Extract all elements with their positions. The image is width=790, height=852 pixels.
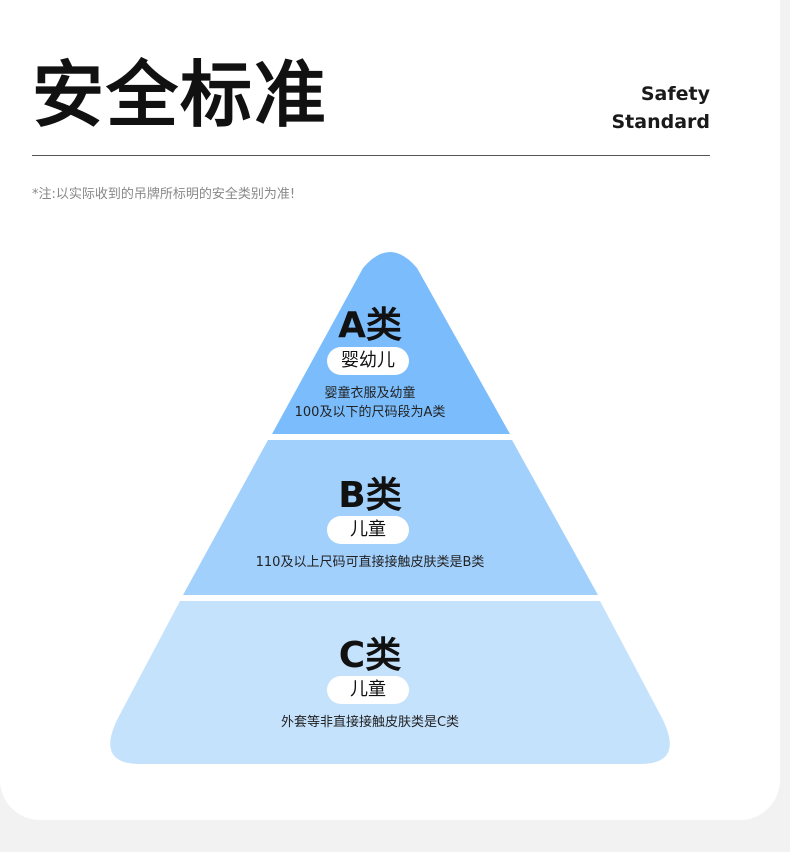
content-card: 安全标准 Safety Standard *注:以实际收到的吊牌所标明的安全类别… — [0, 0, 780, 820]
tier-a-desc-line1: 婴童衣服及幼童 — [324, 386, 416, 401]
page-title-english: Safety Standard — [611, 80, 710, 136]
tier-b-desc: 110及以上尺码可直接接触皮肤类是B类 — [255, 555, 485, 570]
header-divider — [32, 155, 710, 156]
tier-b-title: B类 — [338, 475, 402, 516]
safety-note: *注:以实际收到的吊牌所标明的安全类别为准! — [32, 187, 296, 202]
title-en-line1: Safety — [640, 83, 710, 105]
tier-a-title: A类 — [338, 305, 402, 346]
tier-a-shape — [272, 252, 510, 434]
tier-b-badge: 儿童 — [327, 516, 409, 544]
tier-c-desc: 外套等非直接接触皮肤类是C类 — [280, 715, 460, 730]
page-title: 安全标准 — [32, 53, 329, 137]
tier-a-desc-line2: 100及以下的尺码段为A类 — [294, 405, 446, 420]
tier-c-badge: 儿童 — [327, 676, 409, 704]
title-en-line2: Standard — [611, 111, 710, 133]
tier-a-badge: 婴幼儿 — [327, 347, 409, 375]
tier-c-title: C类 — [338, 635, 402, 676]
